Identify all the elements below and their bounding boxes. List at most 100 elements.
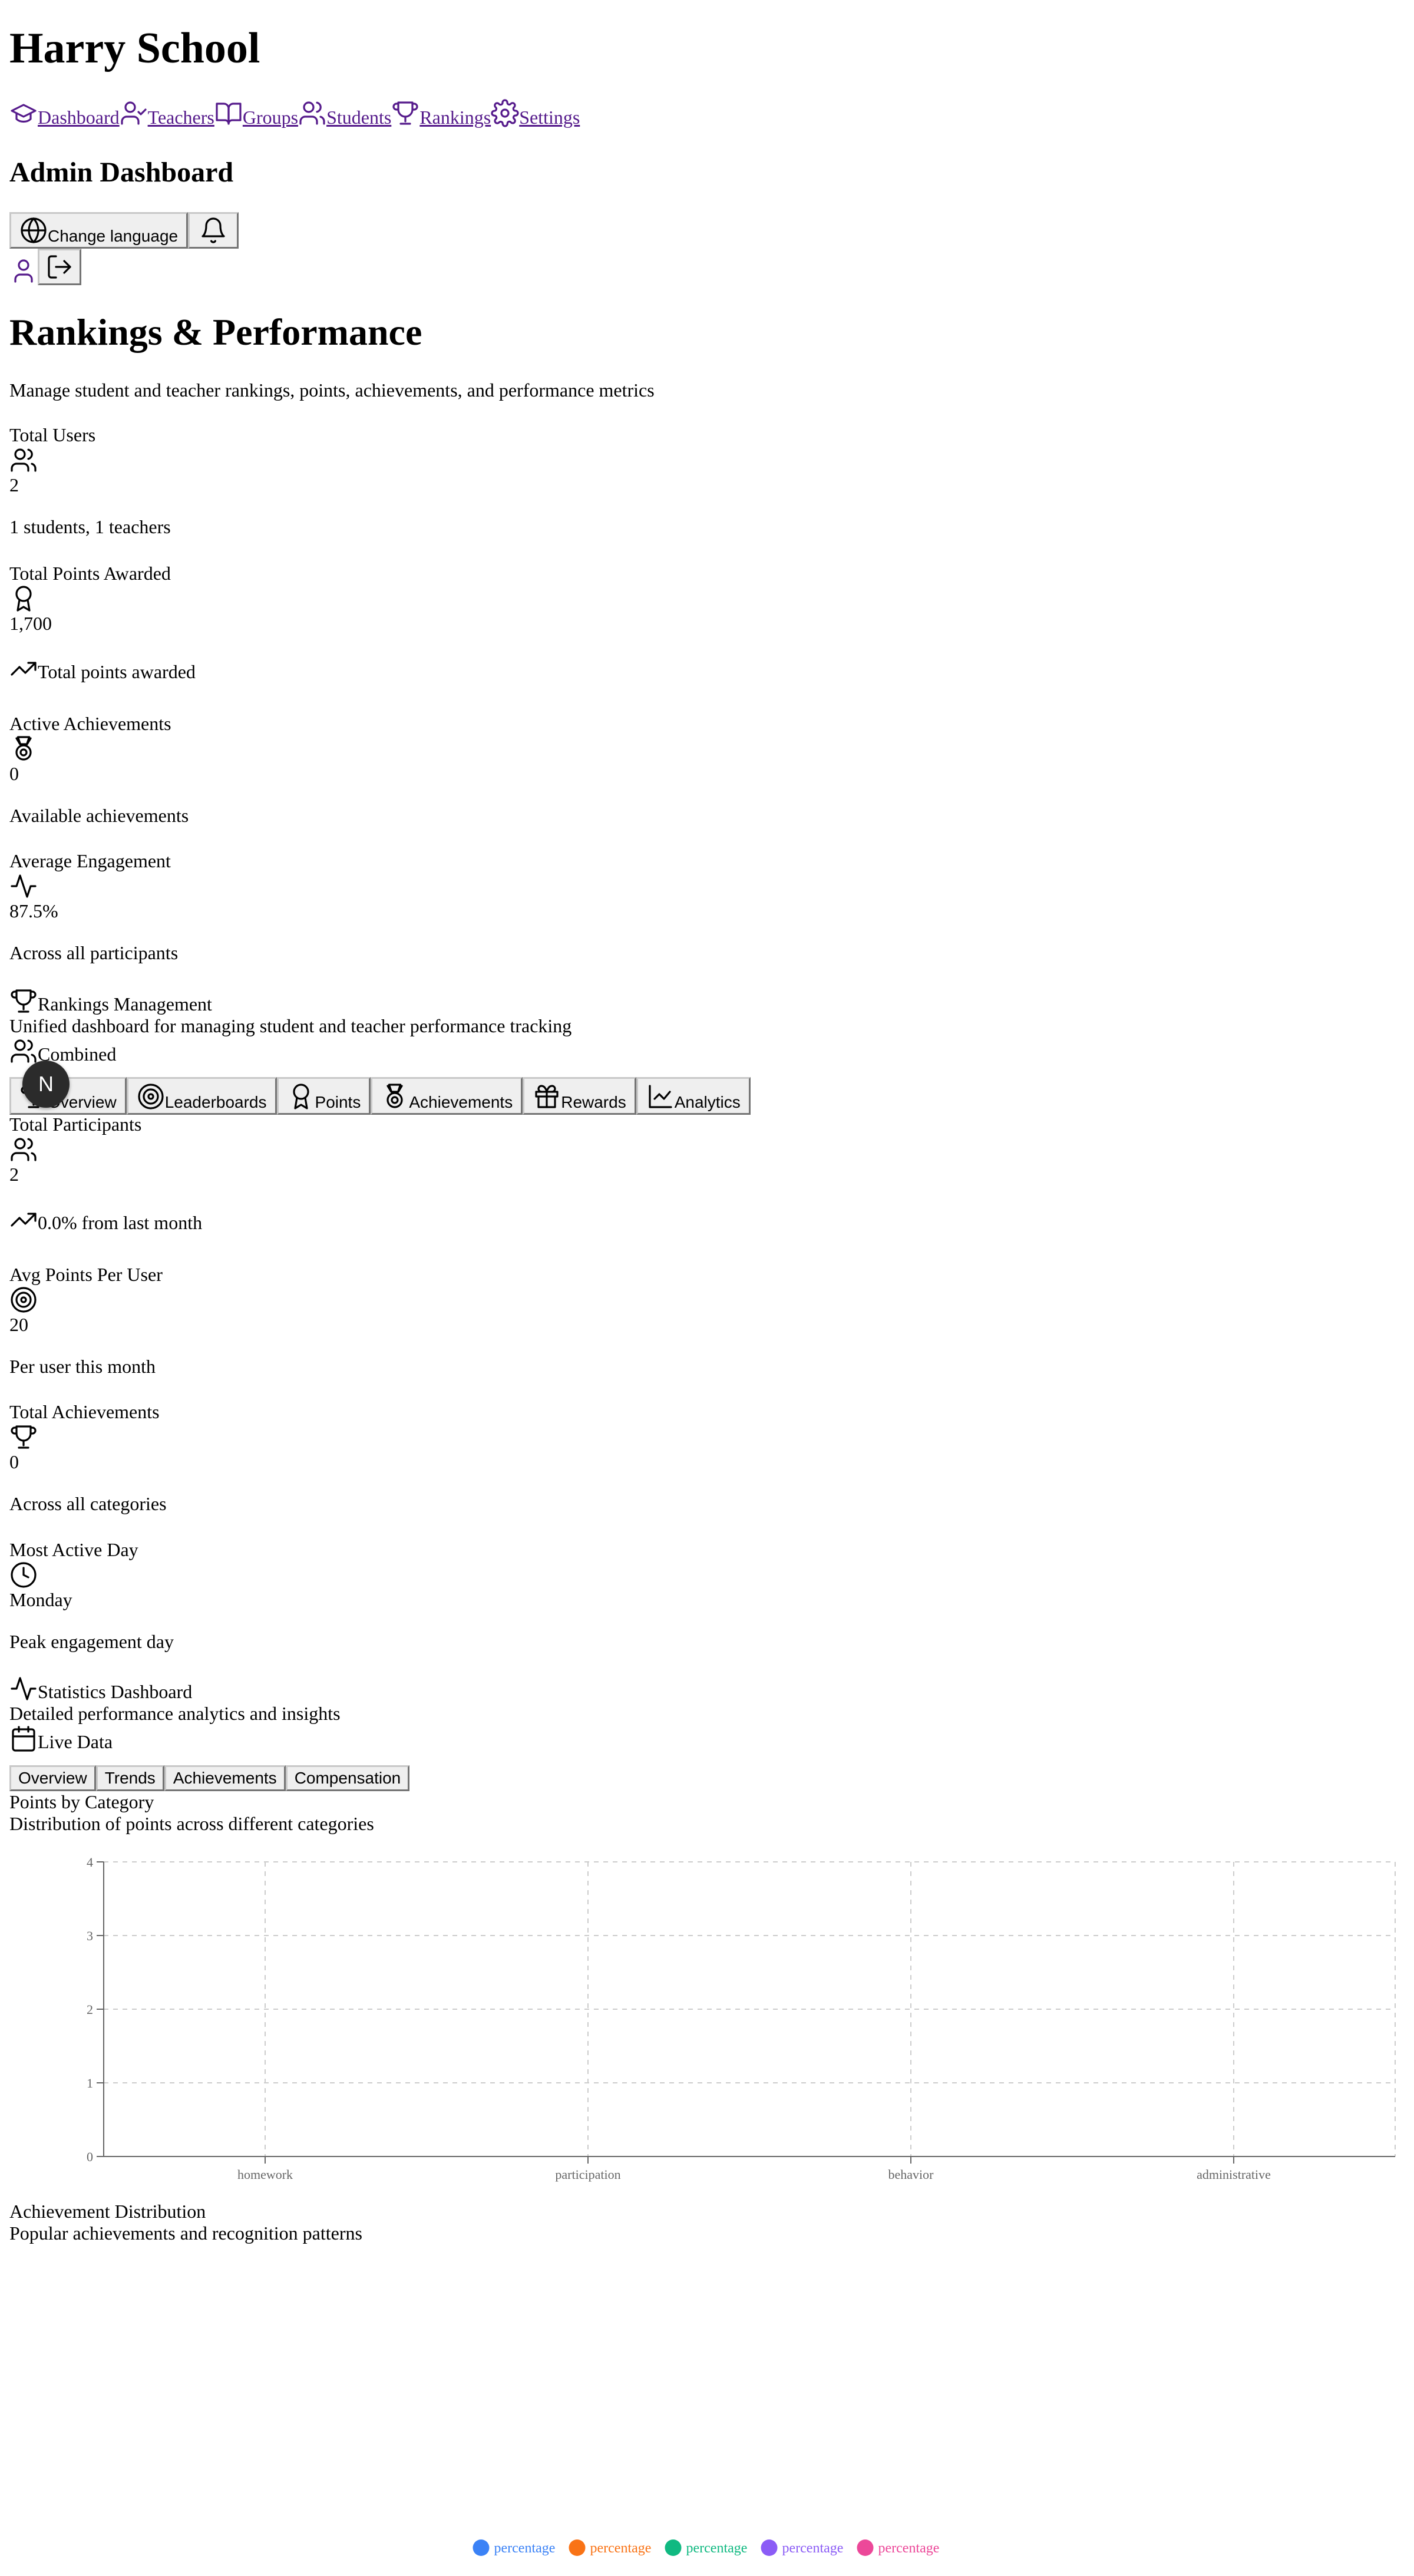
- overview-card-total-achievements: Total Achievements 0 Across all categori…: [9, 1401, 481, 1514]
- stat-card-total-users: Total Users 2 1 students, 1 teachers: [9, 424, 481, 537]
- legend-item[interactable]: percentage: [473, 2539, 556, 2556]
- stat-value: Monday: [9, 1588, 72, 1610]
- overview-card-total-participants: Total Participants 2 0.0% from last mont…: [9, 1114, 481, 1234]
- legend-swatch: [473, 2539, 490, 2556]
- overview-card-avg-points: Avg Points Per User 20 Per user this mon…: [9, 1264, 481, 1377]
- user-icon[interactable]: [9, 257, 38, 285]
- target-icon: [11, 1287, 37, 1313]
- stat-label: Active Achievements: [9, 713, 171, 734]
- graduation-cap-icon: [11, 104, 37, 123]
- tab-analytics[interactable]: Analytics: [636, 1077, 751, 1115]
- stat-value: 1,700: [9, 612, 52, 634]
- statistics-header: Statistics Dashboard Detailed performanc…: [9, 1675, 834, 1753]
- nav-label: Settings: [519, 107, 580, 128]
- y-tick-label: 2: [87, 2002, 93, 2017]
- nav-item-teachers[interactable]: Teachers: [120, 99, 214, 128]
- tab-points[interactable]: Points: [276, 1077, 371, 1115]
- statistics-title: Statistics Dashboard: [38, 1681, 193, 1703]
- award-icon: [15, 586, 32, 612]
- stat-value: 0: [9, 1451, 19, 1472]
- nav-item-rankings[interactable]: Rankings: [391, 99, 491, 128]
- stat-note: Per user this month: [9, 1355, 156, 1377]
- achievement-distribution-legend: percentage percentage percentage percentage…: [473, 2539, 940, 2556]
- floating-avatar-button[interactable]: N: [22, 1061, 70, 1108]
- stat-note: Across all categories: [9, 1492, 167, 1514]
- tab-leaderboards[interactable]: Leaderboards: [126, 1077, 277, 1115]
- nav-item-dashboard[interactable]: Dashboard: [9, 99, 120, 128]
- legend-swatch: [665, 2539, 682, 2556]
- stat-note: 0.0% from last month: [38, 1211, 203, 1233]
- stat-note: Peak engagement day: [9, 1630, 174, 1652]
- achievement-distribution-header: Achievement Distribution Popular achieve…: [9, 2201, 834, 2244]
- management-title: Rankings Management: [38, 993, 212, 1015]
- legend-swatch: [761, 2539, 778, 2556]
- stat-label: Total Achievements: [9, 1401, 160, 1422]
- trending-up-icon: [11, 661, 37, 676]
- logout-icon: [48, 255, 71, 279]
- users-icon: [299, 101, 325, 125]
- live-data-label: Live Data: [38, 1731, 113, 1752]
- stat-card-active-achievements: Active Achievements 0 Available achievem…: [9, 713, 481, 826]
- activity-icon: [11, 874, 37, 898]
- stats-tab-trends[interactable]: Trends: [95, 1765, 164, 1791]
- tab-rewards[interactable]: Rewards: [523, 1077, 636, 1115]
- tab-label: Rewards: [561, 1093, 626, 1111]
- medal-icon: [15, 736, 32, 761]
- stat-label: Most Active Day: [9, 1539, 138, 1560]
- live-data-row: Live Data: [9, 1725, 834, 1753]
- medal-icon: [386, 1084, 403, 1108]
- x-tick-label: administrative: [1197, 2167, 1271, 2182]
- change-language-button[interactable]: Change language: [9, 212, 189, 249]
- nav-label: Groups: [242, 107, 299, 128]
- points-by-category-header: Points by Category Distribution of point…: [9, 1791, 834, 1835]
- bell-icon: [201, 217, 225, 243]
- target-icon: [138, 1084, 164, 1109]
- notifications-button[interactable]: [188, 212, 239, 249]
- page-subtitle: Manage student and teacher rankings, poi…: [9, 379, 655, 401]
- legend-label: percentage: [782, 2541, 844, 2556]
- calendar-icon: [12, 1726, 35, 1752]
- nav-label: Teachers: [147, 107, 214, 128]
- rankings-management-header: Rankings Management Unified dashboard fo…: [9, 987, 834, 1065]
- stat-note: Available achievements: [9, 804, 189, 826]
- y-tick-label: 4: [87, 1855, 93, 1870]
- legend-item[interactable]: percentage: [761, 2539, 844, 2556]
- statistics-title-row: Statistics Dashboard: [9, 1675, 834, 1703]
- scope-row: Combined: [9, 1037, 834, 1065]
- tab-achievements[interactable]: Achievements: [371, 1077, 523, 1115]
- stat-note-row: 0.0% from last month: [9, 1206, 481, 1234]
- nav-item-settings[interactable]: Settings: [491, 99, 580, 128]
- legend-item[interactable]: percentage: [857, 2539, 940, 2556]
- management-subtitle: Unified dashboard for managing student a…: [9, 1015, 572, 1036]
- logout-button[interactable]: [38, 249, 81, 285]
- stat-card-total-points: Total Points Awarded 1,700 Total points …: [9, 563, 481, 683]
- nav-item-students[interactable]: Students: [298, 99, 391, 128]
- stat-value: 20: [9, 1313, 28, 1335]
- legend-item[interactable]: percentage: [665, 2539, 748, 2556]
- legend-swatch: [857, 2539, 874, 2556]
- x-tick-label: behavior: [888, 2167, 934, 2182]
- nav-item-groups[interactable]: Groups: [214, 99, 298, 128]
- stats-tab-overview[interactable]: Overview: [9, 1765, 96, 1791]
- stat-label: Total Participants: [9, 1114, 142, 1135]
- legend-item[interactable]: percentage: [569, 2539, 652, 2556]
- header-actions: Change language: [9, 212, 1405, 249]
- stat-note: Across all participants: [9, 942, 179, 963]
- stats-tab-achievements[interactable]: Achievements: [164, 1765, 286, 1791]
- book-open-icon: [216, 103, 242, 125]
- statistics-subtitle: Detailed performance analytics and insig…: [9, 1703, 341, 1724]
- management-title-row: Rankings Management: [9, 987, 834, 1015]
- globe-icon: [21, 217, 47, 243]
- user-check-icon: [121, 101, 147, 125]
- stats-tab-compensation[interactable]: Compensation: [285, 1765, 410, 1791]
- y-tick-label: 3: [87, 1928, 93, 1943]
- users-icon: [11, 448, 37, 472]
- trophy-icon: [11, 989, 37, 1013]
- legend-label: percentage: [878, 2541, 940, 2556]
- nav-label: Students: [326, 107, 392, 128]
- y-tick-label: 0: [87, 2149, 93, 2164]
- stat-card-average-engagement: Average Engagement 87.5% Across all part…: [9, 850, 481, 963]
